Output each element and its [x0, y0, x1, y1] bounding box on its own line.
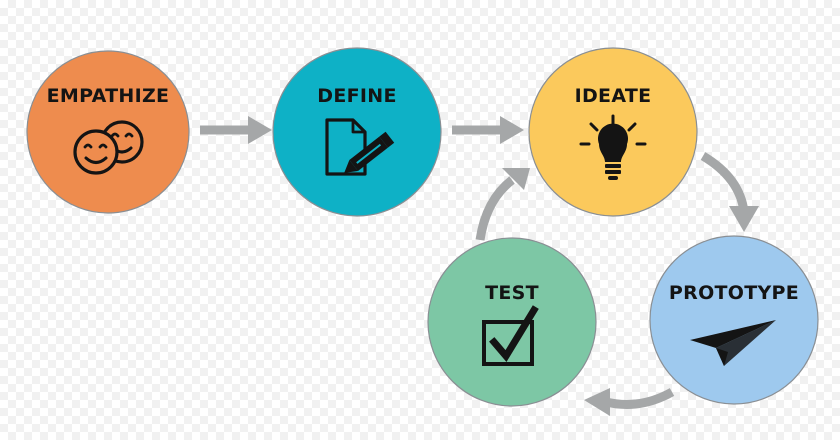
smiling-faces-icon: [73, 120, 144, 175]
stage-prototype-circle: [649, 235, 819, 405]
stage-empathize-label: EMPATHIZE: [47, 85, 170, 107]
stage-test: TEST: [427, 237, 597, 407]
stage-test-label: TEST: [485, 282, 539, 304]
arrow-prototype-to-test: [584, 388, 675, 416]
stage-prototype-label: PROTOTYPE: [669, 282, 799, 304]
arrow-test-to-ideate: [475, 168, 530, 241]
arrow-empathize-to-define: [200, 116, 272, 144]
checkbox-icon: [482, 305, 539, 366]
stage-empathize: EMPATHIZE: [26, 50, 190, 214]
lightbulb-icon: [579, 114, 647, 180]
stage-define-label: DEFINE: [317, 85, 396, 107]
document-pencil-icon: [325, 118, 395, 176]
connectors: [200, 116, 759, 416]
stage-prototype: PROTOTYPE: [649, 235, 819, 405]
arrow-ideate-to-prototype: [700, 152, 759, 232]
paper-plane-icon: [690, 320, 776, 366]
stage-ideate-label: IDEATE: [575, 85, 652, 107]
stage-define: DEFINE: [272, 47, 442, 217]
arrow-define-to-ideate: [452, 116, 524, 144]
stage-ideate: IDEATE: [528, 47, 698, 217]
stage-empathize-circle: [26, 50, 190, 214]
